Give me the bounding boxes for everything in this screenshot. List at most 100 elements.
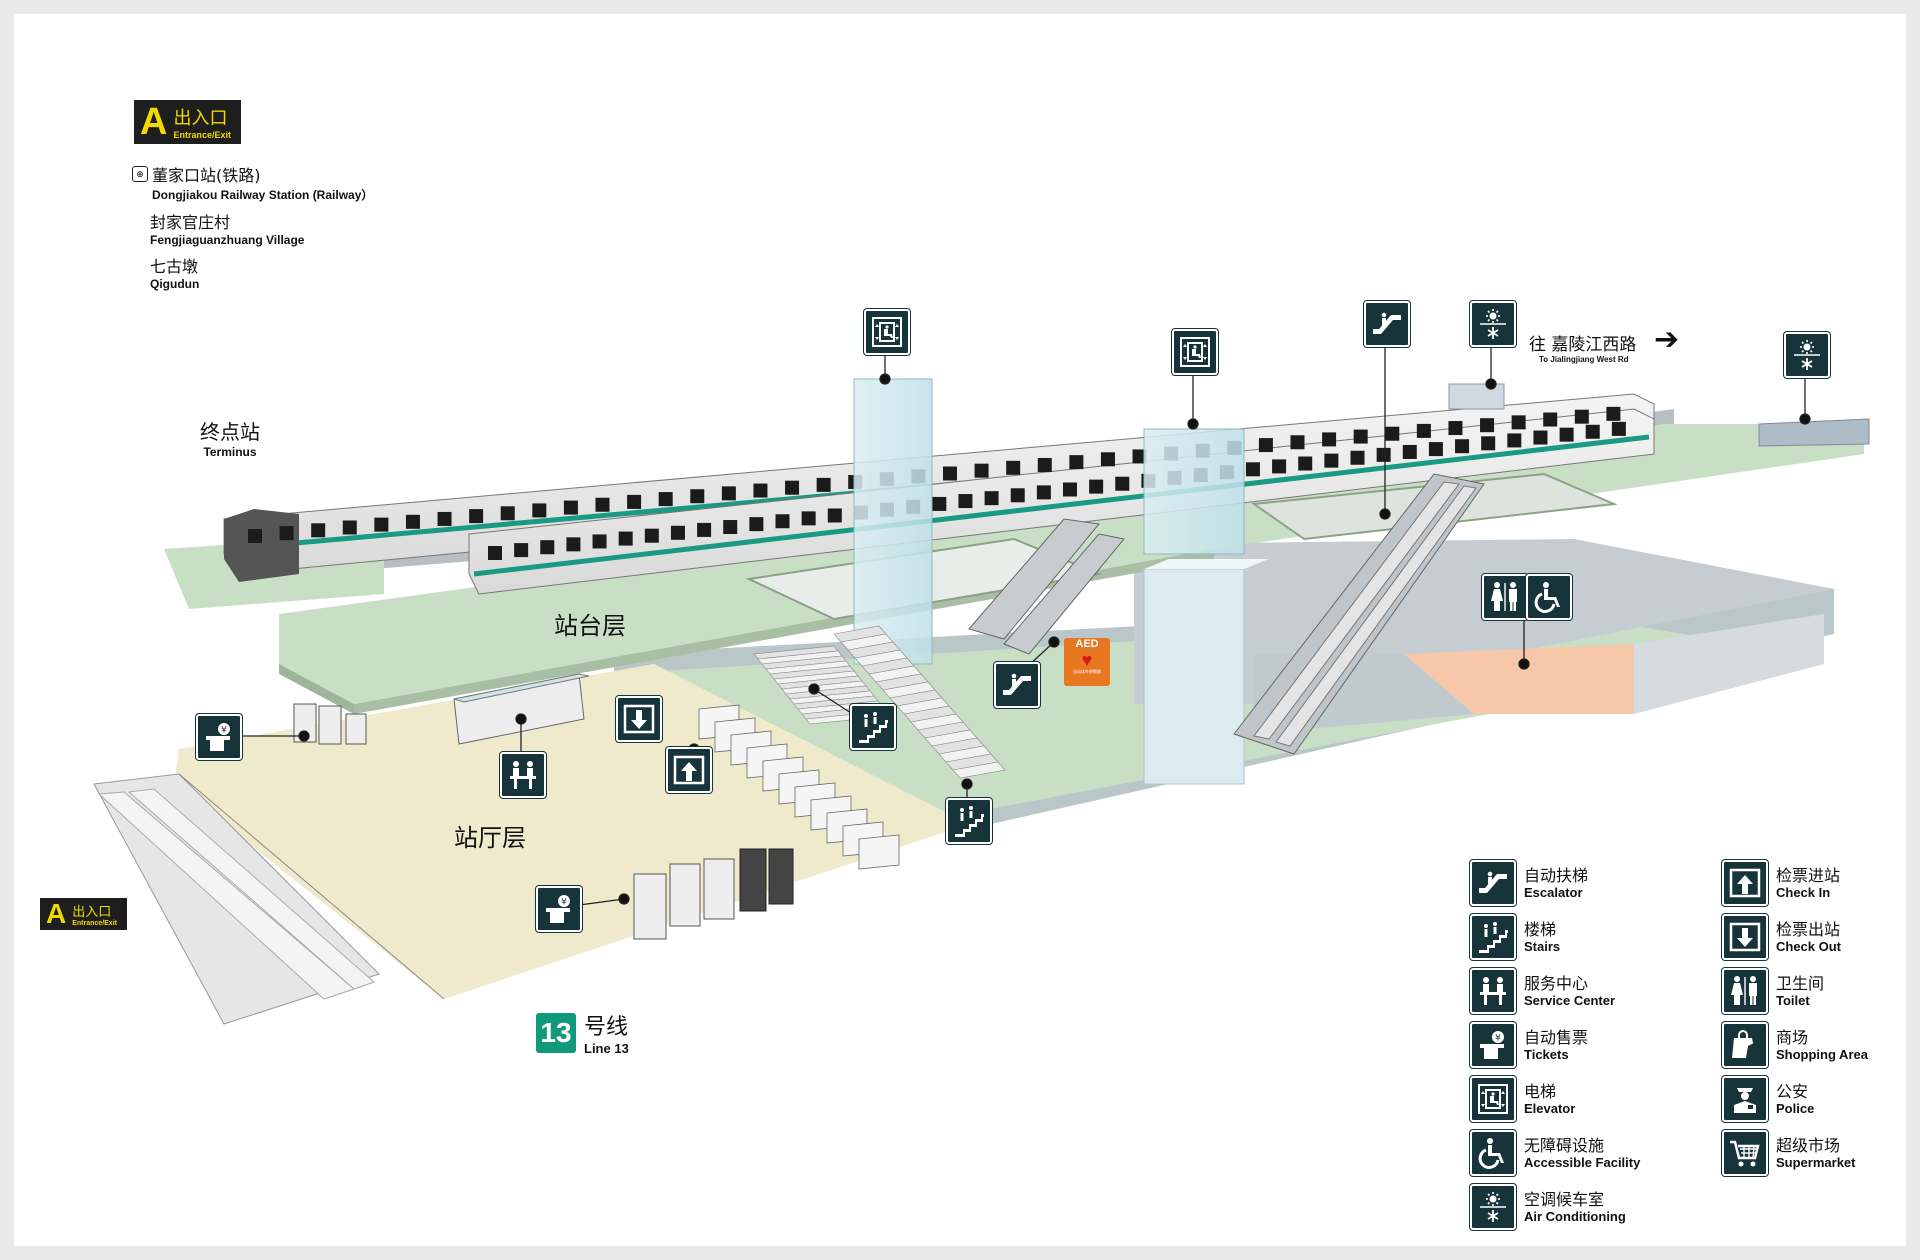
- legend-label-zh: 超级市场: [1776, 1135, 1841, 1155]
- train-window: [658, 492, 673, 507]
- train-window: [827, 508, 842, 523]
- tickets-icon: ¥: [536, 886, 582, 932]
- legend-label-zh: 无障碍设施: [1524, 1135, 1605, 1155]
- train-window: [1245, 462, 1260, 477]
- legend-label-zh: 服务中心: [1524, 973, 1589, 993]
- svg-text:¥: ¥: [221, 726, 227, 736]
- legend-label-en: Air Conditioning: [1524, 1208, 1626, 1224]
- escalator-icon: [1470, 860, 1516, 906]
- terminus-label: 终点站 Terminus: [200, 416, 260, 459]
- legend-item: ¥ 自动售票 Tickets: [1470, 1022, 1588, 1068]
- legend-label-en: Police: [1776, 1100, 1815, 1116]
- leader-dot: [1187, 418, 1199, 430]
- train-window: [248, 529, 262, 543]
- entrance-letter: A: [46, 898, 67, 929]
- train-window: [721, 486, 736, 501]
- leader-dot: [515, 713, 527, 725]
- legend-item: 无障碍设施 Accessible Facility: [1470, 1130, 1640, 1176]
- train-window: [1322, 432, 1337, 447]
- train-window: [618, 531, 633, 546]
- train-window: [595, 497, 610, 512]
- train-window: [1132, 449, 1147, 464]
- stairs-icon: [1470, 914, 1516, 960]
- train-window: [1481, 436, 1496, 451]
- map-canvas: A 出入口 Entrance/Exit ⊕ 董家口站(铁路) Dongjiako…: [14, 14, 1906, 1246]
- train-window: [405, 514, 420, 529]
- train-window: [775, 514, 790, 529]
- train-window: [1063, 482, 1077, 497]
- legend-item: 商场 Shopping Area: [1722, 1022, 1868, 1068]
- supermarket-icon: [1722, 1130, 1768, 1176]
- train-window: [1006, 460, 1021, 475]
- leader-dot: [1799, 413, 1811, 425]
- railway-icon: ⊕: [132, 166, 148, 182]
- train-window: [1353, 429, 1368, 444]
- train-window: [1290, 435, 1305, 450]
- legend-item: 检票进站 Check In: [1722, 860, 1840, 906]
- train-window: [1115, 476, 1130, 491]
- train-window: [1258, 438, 1273, 453]
- ac-room-platform: [1448, 383, 1505, 410]
- train-window: [469, 509, 484, 524]
- legend-label-en: Shopping Area: [1776, 1046, 1868, 1062]
- legend-label-zh: 卫生间: [1776, 973, 1825, 993]
- train-window: [1606, 406, 1621, 421]
- direction-zh: 往 嘉陵江西路: [1529, 335, 1637, 355]
- legend-label-zh: 空调候车室: [1524, 1189, 1605, 1209]
- train-window: [563, 500, 578, 515]
- tickets-icon: ¥: [1470, 1022, 1516, 1068]
- legend-item: 卫生间 Toilet: [1722, 968, 1824, 1014]
- train-window: [514, 543, 529, 558]
- legend-label-zh: 检票进站: [1776, 865, 1841, 885]
- heart-icon: ♥: [1081, 650, 1093, 670]
- train-window: [1069, 455, 1084, 470]
- legend-label-en: Supermarket: [1776, 1154, 1856, 1170]
- police-icon: [1722, 1076, 1768, 1122]
- train-window: [932, 496, 947, 511]
- train-window: [943, 466, 957, 481]
- train-window: [723, 520, 738, 535]
- check-in-icon: [666, 747, 712, 793]
- leader-dot: [1518, 658, 1530, 670]
- entrance-label-zh: 出入口: [72, 905, 112, 920]
- legend-item: 服务中心 Service Center: [1470, 968, 1615, 1014]
- train-window: [1010, 488, 1025, 503]
- legend-label-en: Stairs: [1524, 938, 1561, 954]
- direction-label: 往 嘉陵江西路 To Jialingjiang West Rd: [1529, 330, 1636, 364]
- legend-item: 空调候车室 Air Conditioning: [1470, 1184, 1626, 1230]
- direction-arrow-icon: ➔: [1654, 323, 1680, 356]
- train-window: [816, 477, 831, 492]
- legend-label-en: Check Out: [1776, 938, 1842, 954]
- line-badge: 13 号线 Line 13: [536, 1009, 629, 1056]
- aed-title: AED: [1075, 638, 1099, 650]
- stairs-icon: [850, 704, 896, 750]
- train-window: [690, 489, 705, 504]
- train-window: [1507, 433, 1522, 448]
- train-window: [1416, 423, 1431, 438]
- train-window: [749, 517, 764, 532]
- line-number: 13: [536, 1012, 576, 1053]
- train-window: [1100, 452, 1115, 467]
- svg-text:¥: ¥: [1495, 1034, 1501, 1044]
- escalator-icon: [1364, 301, 1410, 347]
- train-window: [1585, 424, 1600, 439]
- leader-dot: [1379, 508, 1391, 520]
- train-window: [374, 517, 389, 532]
- legend-item: 电梯 Elevator: [1470, 1076, 1575, 1122]
- destination-en: Fengjiaguanzhuang Village: [150, 233, 305, 247]
- train-window: [801, 511, 816, 526]
- train-window: [1511, 415, 1526, 430]
- entrance-label-en: Entrance/Exit: [72, 920, 117, 927]
- train-window: [958, 494, 973, 509]
- train-window: [785, 480, 800, 495]
- ac-room-end: [1758, 418, 1870, 447]
- train-window: [1480, 418, 1495, 433]
- accessible-icon: [1526, 574, 1572, 620]
- svg-text:¥: ¥: [561, 898, 567, 908]
- air-conditioning-icon: [1470, 1184, 1516, 1230]
- train-window: [1574, 409, 1589, 424]
- legend-label-zh: 检票出站: [1776, 919, 1841, 939]
- elevator-icon: [1172, 329, 1218, 375]
- legend-item: 楼梯 Stairs: [1470, 914, 1560, 960]
- train-window: [1298, 456, 1313, 471]
